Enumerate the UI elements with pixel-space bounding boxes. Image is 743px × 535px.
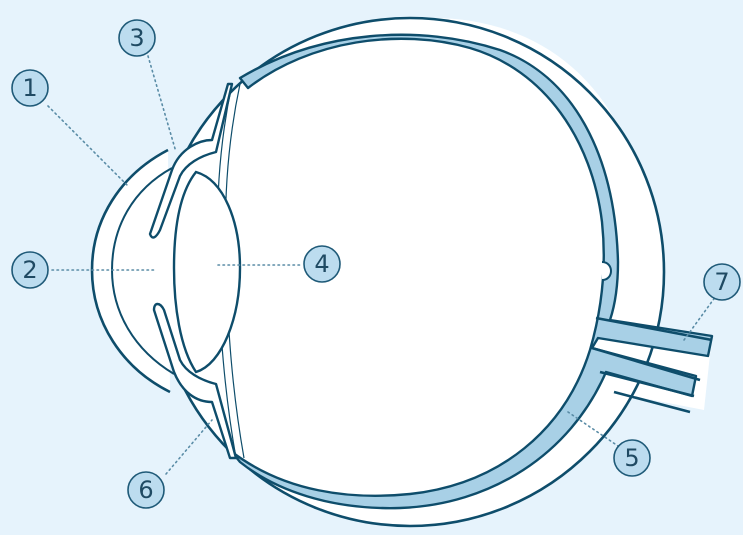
svg-text:3: 3	[129, 24, 144, 52]
callout-3: 3	[119, 20, 155, 56]
leader-3	[148, 56, 176, 152]
leader-6	[166, 420, 212, 474]
callout-5: 5	[614, 440, 650, 476]
callout-1: 1	[12, 70, 48, 106]
cornea	[92, 150, 170, 392]
svg-text:2: 2	[22, 256, 37, 284]
svg-text:1: 1	[22, 74, 37, 102]
svg-text:7: 7	[714, 268, 729, 296]
svg-text:6: 6	[138, 476, 153, 504]
fovea	[602, 262, 611, 280]
callout-7: 7	[704, 264, 740, 300]
callout-4: 4	[304, 246, 340, 282]
svg-text:4: 4	[314, 250, 329, 278]
callout-2: 2	[12, 252, 48, 288]
svg-text:5: 5	[624, 444, 639, 472]
leader-1	[48, 106, 128, 186]
callout-6: 6	[128, 472, 164, 508]
